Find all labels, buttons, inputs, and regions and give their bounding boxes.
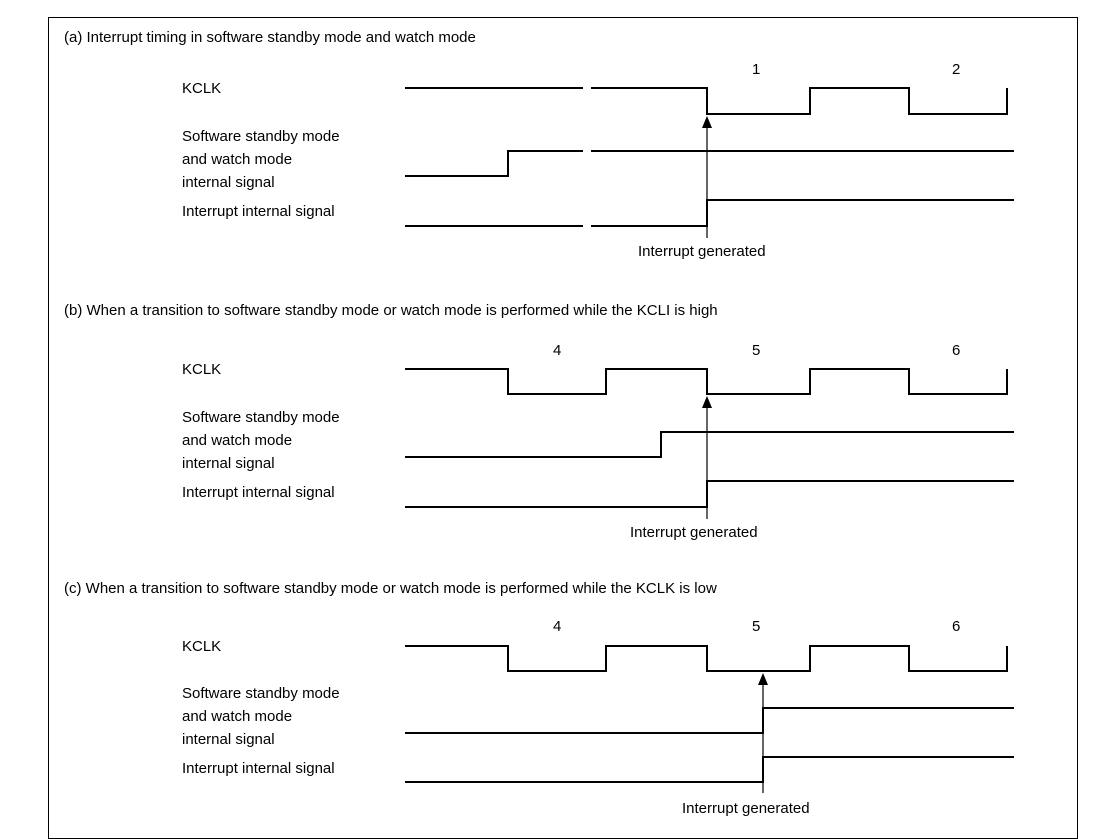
section-a-clock-number-2: 2 xyxy=(952,61,961,78)
section-b-kclk-label: KCLK xyxy=(182,361,222,378)
section-b-clock-number-5: 5 xyxy=(752,342,761,359)
section-c-interrupt-annotation: Interrupt generated xyxy=(682,800,810,817)
a-break-gap xyxy=(583,80,591,230)
section-b-standby-label-line-3: internal signal xyxy=(182,455,275,472)
a-kclk-waveform xyxy=(405,87,1008,115)
section-a-standby-label-line-3: internal signal xyxy=(182,174,275,191)
section-c-clock-number-6: 6 xyxy=(952,618,961,635)
b-interrupt-signal-waveform xyxy=(405,480,1014,508)
section-c-interrupt-label: Interrupt internal signal xyxy=(182,760,335,777)
b-interrupt-arrowhead xyxy=(702,396,712,408)
a-interrupt-arrowhead xyxy=(702,116,712,128)
section-b-clock-number-6: 6 xyxy=(952,342,961,359)
b-standby-signal-waveform xyxy=(405,431,1014,458)
section-c-standby-label-line-2: and watch mode xyxy=(182,708,293,725)
section-b-interrupt-label: Interrupt internal signal xyxy=(182,484,335,501)
section-a-clock-number-1: 1 xyxy=(752,61,761,78)
a-interrupt-signal-waveform xyxy=(405,199,1014,227)
b-kclk-waveform xyxy=(405,368,1008,395)
section-c-heading: (c) When a transition to software standb… xyxy=(64,580,717,597)
section-b-standby-label-line-2: and watch mode xyxy=(182,432,293,449)
section-a-standby-label-line-1: Software standby mode xyxy=(182,128,340,145)
section-c-clock-number-5: 5 xyxy=(752,618,761,635)
c-standby-signal-waveform xyxy=(405,707,1014,734)
a-standby-signal-waveform xyxy=(405,150,1014,177)
section-c-clock-number-4: 4 xyxy=(553,618,562,635)
section-c-standby-label-line-3: internal signal xyxy=(182,731,275,748)
section-b-clock-number-4: 4 xyxy=(553,342,562,359)
section-a-heading: (a) Interrupt timing in software standby… xyxy=(64,29,476,46)
section-a-standby-label-line-2: and watch mode xyxy=(182,151,293,168)
c-interrupt-arrowhead xyxy=(758,673,768,685)
section-a-kclk-label: KCLK xyxy=(182,80,222,97)
section-c-kclk-label: KCLK xyxy=(182,638,222,655)
section-a-interrupt-label: Interrupt internal signal xyxy=(182,203,335,220)
section-b-heading: (b) When a transition to software standb… xyxy=(64,302,718,319)
section-b-standby-label-line-1: Software standby mode xyxy=(182,409,340,426)
c-interrupt-signal-waveform xyxy=(405,756,1014,783)
section-a-interrupt-annotation: Interrupt generated xyxy=(638,243,766,260)
section-b-interrupt-annotation: Interrupt generated xyxy=(630,524,758,541)
c-kclk-waveform xyxy=(405,645,1008,672)
section-c-standby-label-line-1: Software standby mode xyxy=(182,685,340,702)
